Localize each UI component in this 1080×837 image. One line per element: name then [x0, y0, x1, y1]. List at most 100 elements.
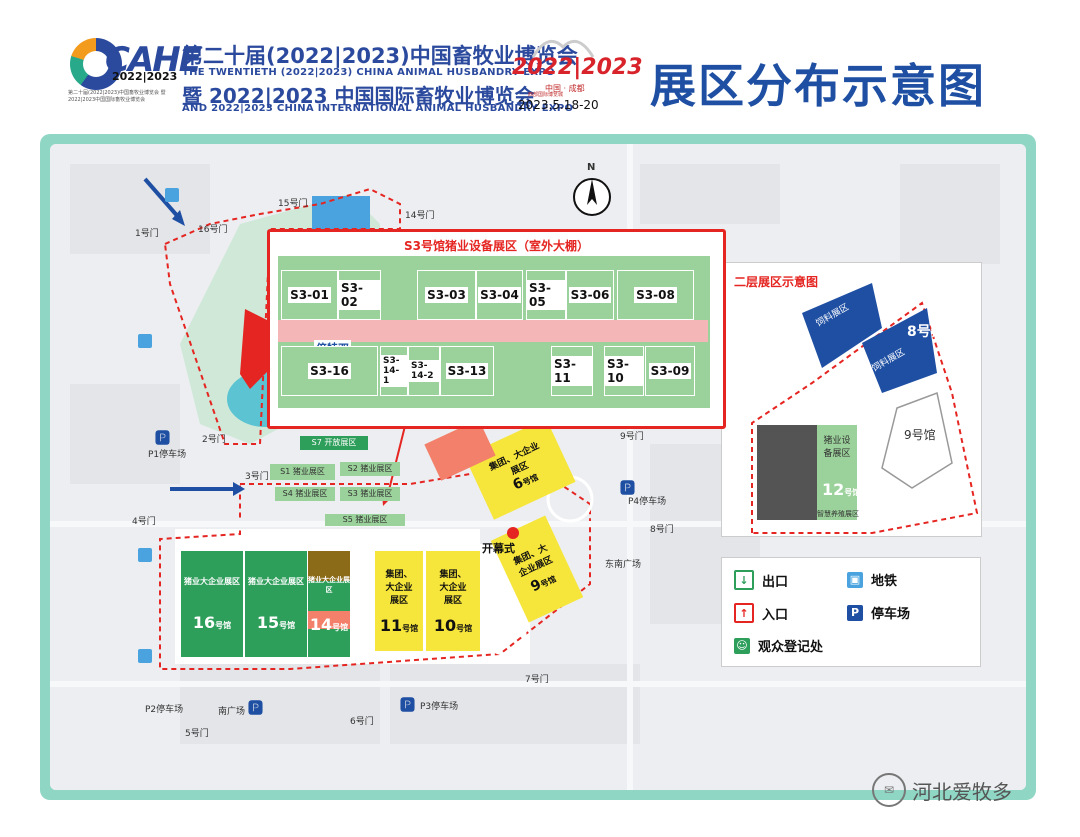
s3-top-booth: S3-06: [566, 270, 614, 320]
s3-bottom-booth-label: S3-10: [605, 356, 643, 386]
s3-title: S3号馆猪业设备展区（室外大棚）: [404, 239, 589, 253]
s3-top-booth: S3-03: [417, 270, 476, 320]
exit-icon: ↓: [734, 570, 754, 590]
gate-4-label: 4号门: [132, 517, 156, 527]
legend-entrance: ↑ 入口: [734, 603, 788, 623]
title-cn-1: 第二十届(2022|2023)中国畜牧业博览会: [182, 44, 578, 68]
legend-exit: ↓ 出口: [734, 570, 788, 590]
s3-bottom-booth-label: S3-11: [552, 356, 592, 386]
gate-5-label: 5号门: [185, 729, 209, 739]
hall-12-suffix: 号馆: [844, 488, 861, 497]
logo-text: CAHE: [105, 40, 202, 80]
opening-ceremony-label: 开幕式: [482, 542, 515, 555]
s3-top-booth-label: S3-04: [478, 287, 521, 303]
city-emblem-icon: [531, 39, 595, 58]
gate-6-label: 6号门: [350, 717, 374, 727]
s3-top-booth: S3-05: [526, 270, 566, 320]
entrance-icon: ↑: [734, 603, 754, 623]
hall-6-suffix: 号馆: [521, 472, 540, 488]
south-plaza-label: 南广场: [218, 707, 246, 717]
s3-top-booth-label: S3-03: [425, 287, 468, 303]
watermark-text: 河北爱牧多: [912, 779, 1012, 804]
s3-top-booth: S3-02: [338, 270, 381, 320]
metro-icon: [138, 548, 152, 562]
s5-zone: S5 猪业展区: [325, 514, 405, 526]
second-floor-panel: 二层展区示意图 7号馆 8号馆 饲料展区 饲料展区 9号馆 猪业设备展区 12号…: [721, 262, 982, 537]
title-en-1: THE TWENTIETH (2022|2023) CHINA ANIMAL H…: [182, 67, 555, 78]
expo-location: 中国 · 成都: [545, 84, 585, 93]
s3-top-booth-label: S3-08: [634, 287, 677, 303]
logo-small-text: 第二十届(2022|2023)中国畜牧业博览会 暨2022|2023中国国际畜牧…: [68, 90, 166, 103]
gate-15-label: 15号门: [278, 199, 308, 209]
hall-15: 猪业大企业展区 15号馆: [245, 551, 307, 657]
site-map: 1号门 2号门 3号门 4号门 5号门 6号门 7号门 8号门 9号门 14号门…: [50, 144, 1026, 790]
parking-south-icon: 🅿: [248, 699, 264, 717]
legend-metro: ▣ 地铁: [847, 570, 897, 589]
metro-icon: [138, 649, 152, 663]
gate-2-label: 2号门: [202, 435, 226, 445]
expo-location-sub: 西部国际博览城: [528, 92, 564, 98]
hall-14-suffix: 号馆: [332, 622, 349, 632]
s7-zone: S7 开放展区: [300, 436, 368, 450]
parking-p1-label: P1停车场: [148, 450, 187, 460]
parking-p4-label: P4停车场: [628, 497, 667, 507]
s3-top-booth: S3-04: [476, 270, 523, 320]
s3-bottom-booth-label: S3-09: [648, 363, 692, 379]
s1-zone: S1 猪业展区: [270, 464, 335, 480]
hall-9-suffix: 号馆: [539, 574, 558, 590]
hall-14-number: 14: [309, 614, 333, 634]
wechat-icon: ✉: [872, 773, 906, 807]
parking-p2-label: P2停车场: [145, 705, 184, 715]
s3-bottom-booth-label: S3-16: [308, 363, 351, 379]
s3-bottom-booth: S3-14-2: [408, 346, 440, 396]
hall-11: 集团、大企业展区 11号馆: [375, 551, 423, 651]
parking-p3-label: P3停车场: [420, 702, 459, 712]
hall-10-number: 10: [433, 616, 457, 635]
hall-15-zone: 猪业大企业展区: [248, 577, 304, 586]
gate-14-label: 14号门: [405, 211, 435, 221]
opening-ceremony-icon: [507, 527, 519, 539]
legend-registration-label: 观众登记处: [758, 640, 824, 655]
hall-11-number: 11: [379, 616, 403, 635]
s4-zone: S4 猪业展区: [275, 487, 335, 501]
legend-metro-label: 地铁: [871, 574, 898, 589]
hall-12-zone: 猪业设备展区: [823, 436, 851, 459]
north-label: N: [587, 162, 596, 173]
expo-logo-icon: [70, 38, 122, 90]
page-title: 展区分布示意图: [650, 59, 986, 113]
gate-16-label: 16号门: [198, 225, 228, 235]
s3-top-booth: S3-08: [617, 270, 694, 320]
registration-icon: ☺: [734, 637, 750, 654]
s3-bottom-booth-label: S3-13: [445, 363, 489, 379]
hall-8-label: 8号馆: [907, 324, 945, 340]
hall-10-suffix: 号馆: [456, 624, 473, 633]
legend-parking: P 停车场: [847, 603, 910, 622]
s3-bottom-booth-label: S3-14-1: [381, 355, 407, 387]
legend-registration: ☺ 观众登记处: [734, 636, 823, 655]
hall-16: 猪业大企业展区 16号馆: [181, 551, 243, 657]
metro-icon: [138, 334, 152, 348]
hall-11-suffix: 号馆: [402, 624, 419, 633]
hall-11-zone: 集团、大企业展区: [385, 570, 413, 606]
s3-aisle: [278, 320, 708, 342]
s3-bottom-booth: S3-11: [551, 346, 593, 396]
hall-16-suffix: 号馆: [215, 621, 232, 630]
title-cn-2: 暨 2022|2023 中国国际畜牧业博览会: [182, 84, 535, 108]
title-en-2: AND 2022|2023 CHINA INTERNATIONAL ANIMAL…: [182, 103, 574, 114]
gate-7-label: 7号门: [525, 675, 549, 685]
expo-date: 2023.5.18-20: [518, 98, 599, 112]
s3-bottom-booth: S3-09: [645, 346, 695, 396]
s3-top-booth-label: S3-05: [527, 280, 565, 310]
s3-top-booth-label: S3-01: [288, 287, 331, 303]
s3-bottom-booth: S3-16: [281, 346, 378, 396]
legend-parking-label: 停车场: [871, 607, 911, 622]
hall-10-zone: 集团、大企业展区: [439, 570, 467, 606]
hall-14-zone: 猪业大企业展区: [308, 575, 350, 594]
s3-bottom-booth: S3-10: [604, 346, 644, 396]
gate-1-label: 1号门: [135, 229, 159, 239]
parking-legend-icon: P: [847, 604, 863, 621]
legend: ↓ 出口 ↑ 入口 ☺ 观众登记处 ▣ 地铁 P 停车场: [721, 557, 981, 667]
s3-bottom-booth: S3-13: [440, 346, 494, 396]
hall-15-suffix: 号馆: [279, 621, 296, 630]
east-plaza-label: 东南广场: [605, 560, 642, 570]
